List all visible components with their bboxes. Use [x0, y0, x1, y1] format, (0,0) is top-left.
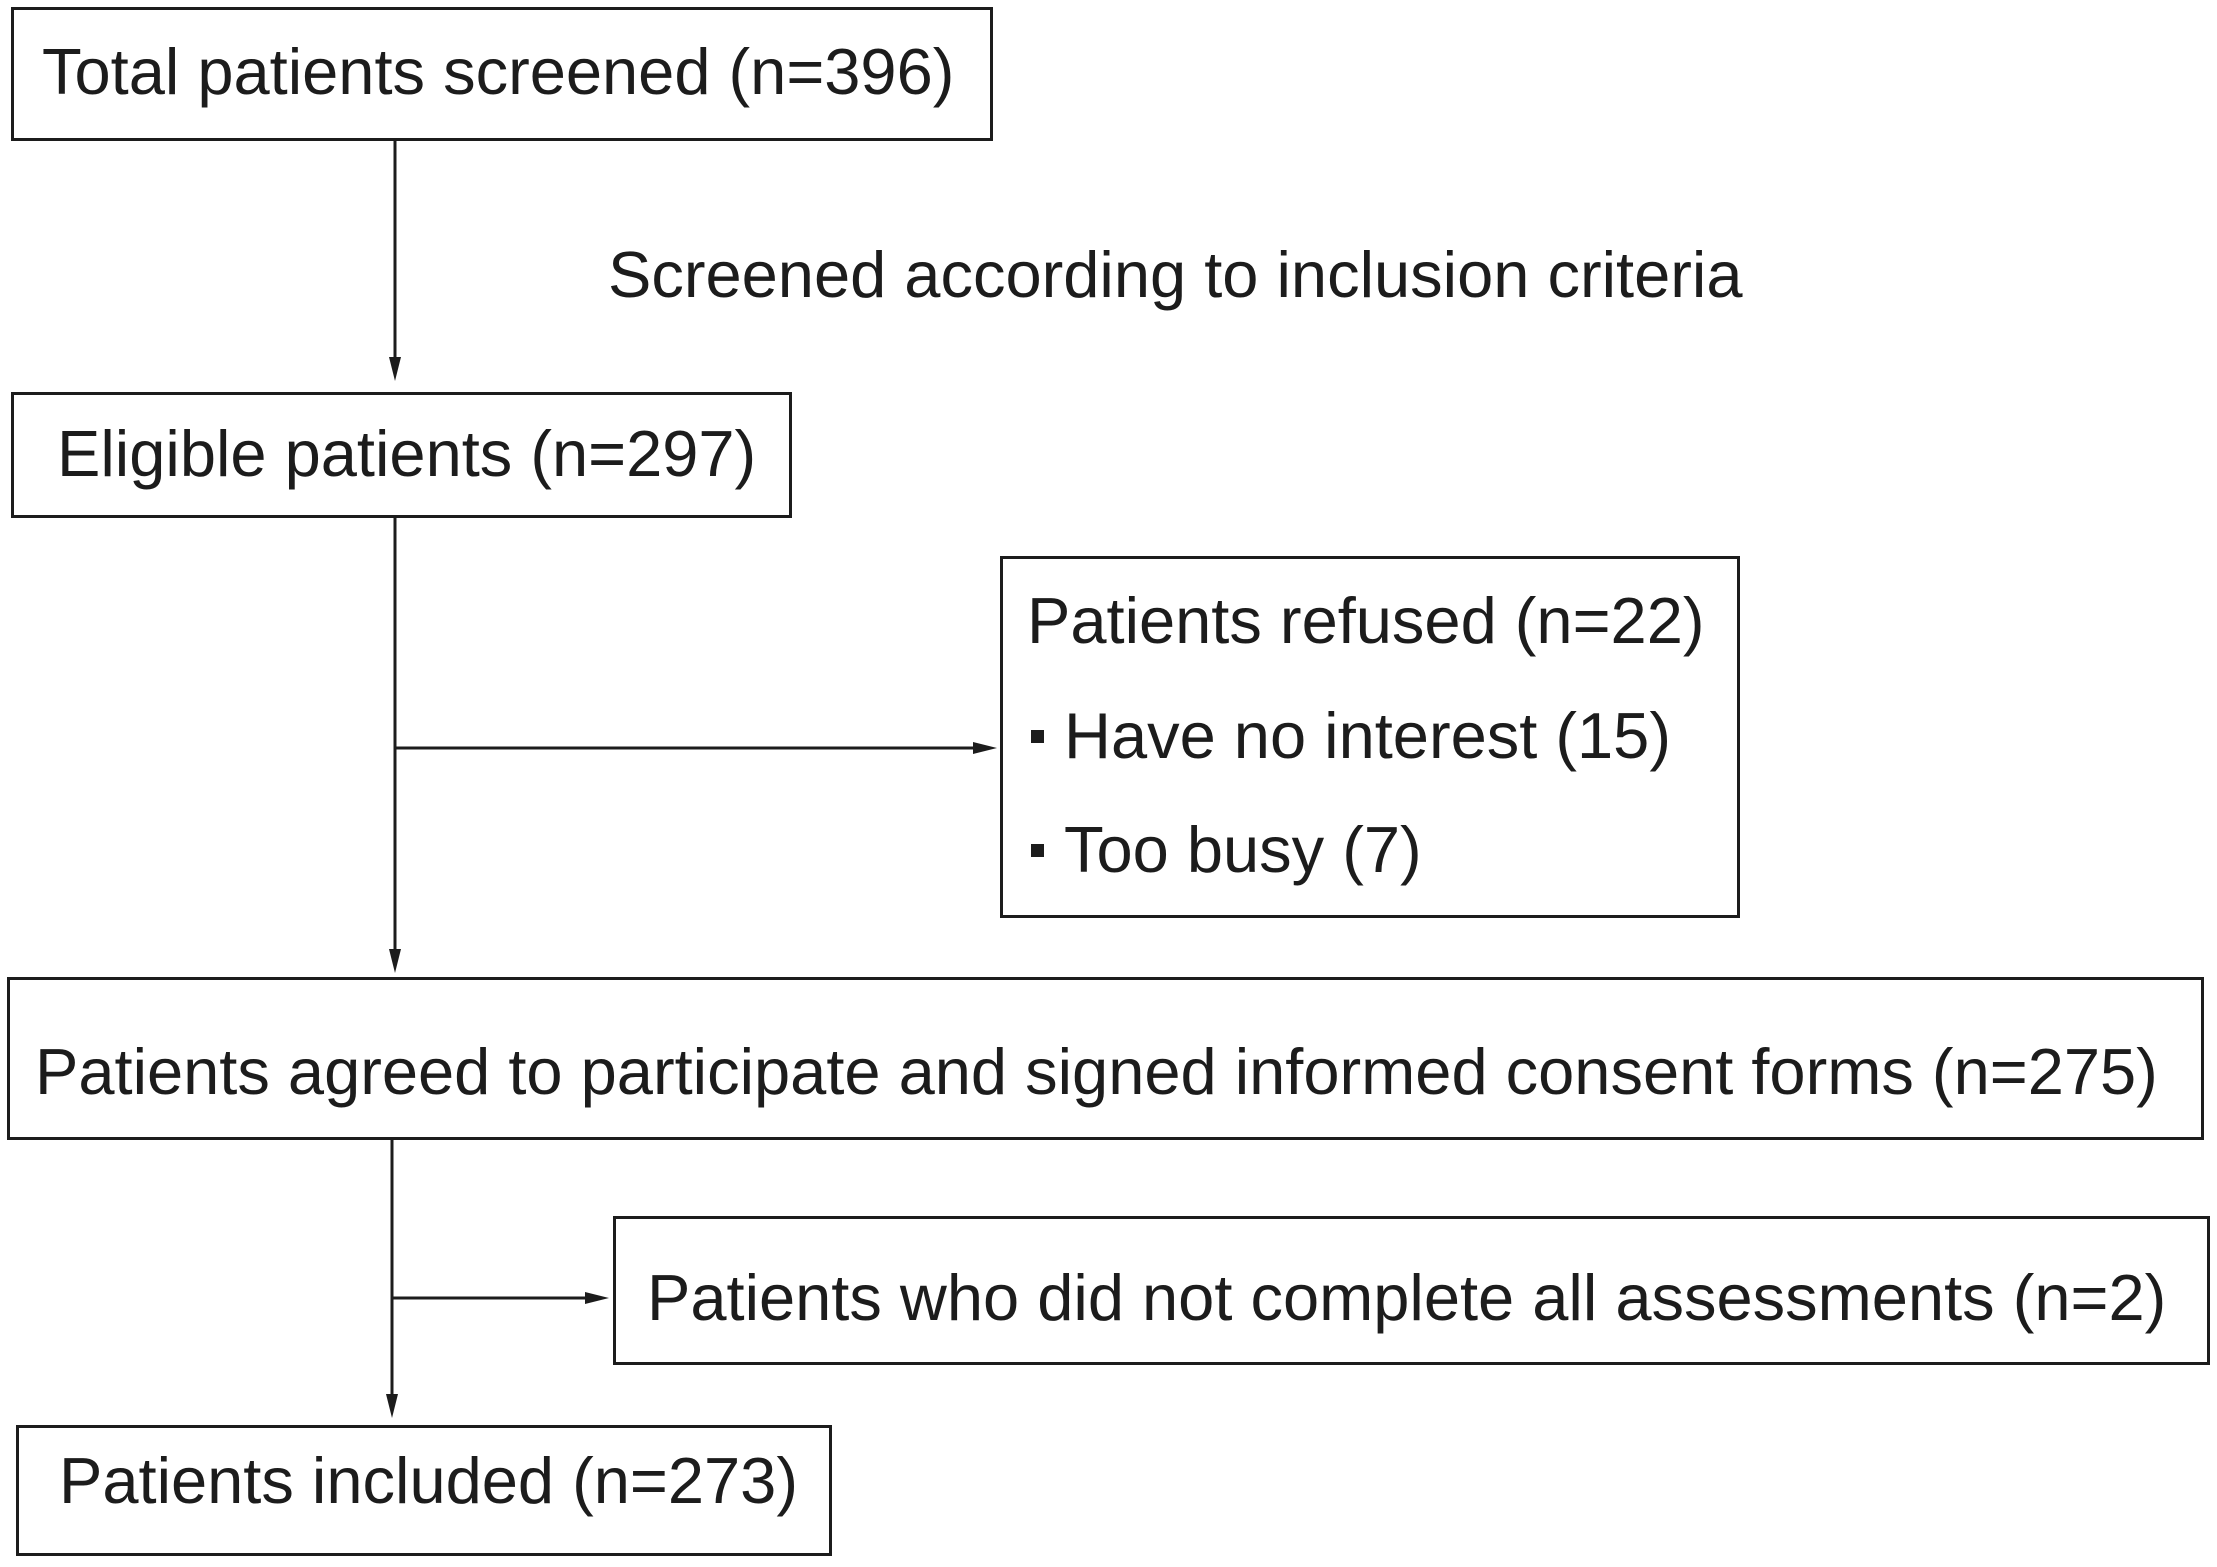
arrowhead-down-icon — [389, 357, 401, 381]
screened-box: Total patients screened (n=396) — [11, 7, 993, 141]
screened-text: Total patients screened (n=396) — [42, 35, 955, 108]
included-text: Patients included (n=273) — [59, 1444, 798, 1517]
incomplete-text: Patients who did not complete all assess… — [647, 1261, 2167, 1334]
arrowhead-right-icon — [585, 1292, 609, 1304]
criteria-label: Screened according to inclusion criteria — [608, 238, 1743, 311]
refused-title: Patients refused (n=22) — [1027, 584, 1705, 657]
bullet-icon — [1031, 730, 1044, 743]
incomplete-box: Patients who did not complete all assess… — [613, 1216, 2210, 1365]
eligible-text: Eligible patients (n=297) — [57, 417, 757, 490]
refused-box: Patients refused (n=22) Have no interest… — [1000, 556, 1740, 918]
arrowhead-down-icon — [389, 949, 401, 973]
agreed-text: Patients agreed to participate and signe… — [35, 1035, 2158, 1108]
included-box: Patients included (n=273) — [16, 1425, 832, 1556]
refused-reason: Have no interest (15) — [1064, 699, 1671, 772]
refused-reason: Too busy (7) — [1064, 813, 1422, 886]
arrowhead-down-icon — [386, 1394, 398, 1418]
arrowhead-right-icon — [973, 742, 997, 754]
bullet-icon — [1031, 844, 1044, 857]
agreed-box: Patients agreed to participate and signe… — [7, 977, 2204, 1140]
eligible-box: Eligible patients (n=297) — [11, 392, 792, 518]
